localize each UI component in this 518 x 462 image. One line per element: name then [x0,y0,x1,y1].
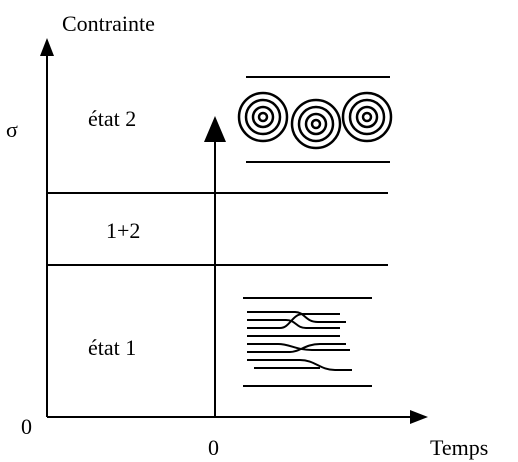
x-axis-arrowhead [410,410,428,424]
concentric-circles-left [239,93,287,141]
region-middle-label: 1+2 [106,218,140,243]
state-1-illustration [243,298,372,386]
concentric-circles-middle [292,100,340,148]
sigma-label: σ [6,117,18,142]
concentric-circles-right [343,93,391,141]
region-top-label: état 2 [88,106,136,131]
y-origin-label: 0 [21,414,32,439]
x-origin-label: 0 [208,435,219,460]
x-axis-title: Temps [430,435,488,460]
y-axis-arrowhead [40,38,54,56]
state-2-illustration [239,77,391,162]
y-axis-title: Contrainte [62,11,155,36]
time-marker-arrowhead [204,116,226,142]
axes [40,38,428,424]
region-bottom-label: état 1 [88,335,136,360]
time-marker-arrow [204,116,226,417]
